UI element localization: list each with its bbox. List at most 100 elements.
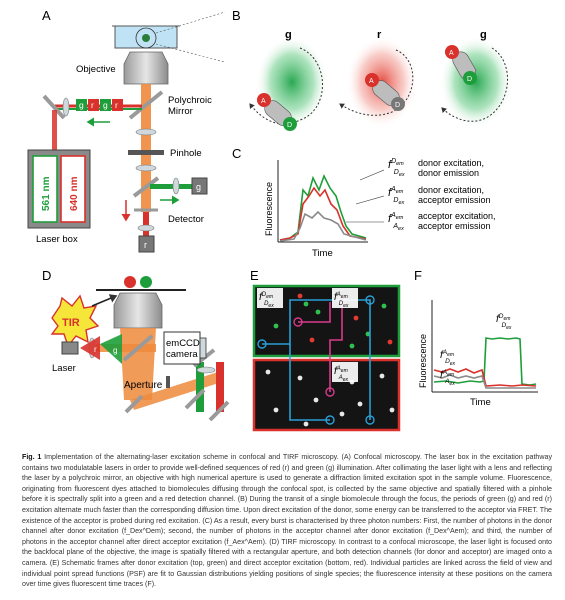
- fluorescent-spot: [387, 339, 393, 345]
- f-ylabel: Fluorescence: [418, 334, 428, 388]
- pulse-r-label: r: [115, 100, 118, 110]
- f-trace-da: [433, 368, 537, 387]
- panel-d-letter: D: [42, 268, 51, 283]
- laser-640-label: 640 nm: [69, 176, 80, 211]
- donor-label: D: [287, 122, 292, 129]
- beam-red-out: [143, 212, 149, 236]
- red-det-lens: [137, 224, 155, 232]
- acceptor-dot-2: [365, 73, 379, 87]
- pulse-g-d-label: g: [113, 346, 117, 355]
- camera-label-2: camera: [166, 349, 198, 360]
- panel-c-letter: C: [232, 146, 241, 161]
- panel-b: B g A D r A D g A D: [232, 8, 512, 131]
- green-det-lens: [172, 177, 180, 195]
- fluorescent-spot: [315, 309, 321, 315]
- polychroic-mirror: [128, 90, 164, 120]
- tir-arrow: [91, 294, 118, 307]
- panel-e-letter: E: [250, 268, 259, 283]
- camera-label-1: emCCD: [166, 338, 200, 349]
- laser-d-label: Laser: [52, 363, 76, 374]
- zoom-circle: [135, 27, 157, 49]
- dichroic-split: [132, 176, 160, 198]
- figure-caption: Fig. 1 Implementation of the alternating…: [22, 452, 552, 590]
- legend-line2: acceptor emission: [418, 195, 491, 205]
- legend-line2: donor emission: [418, 168, 479, 178]
- psf-cyan: [365, 295, 375, 305]
- donor-dot-1: [283, 117, 297, 131]
- red-molecule: [124, 276, 136, 288]
- trace-dd: [279, 173, 367, 241]
- beam-horizontal: [96, 344, 156, 352]
- fluorescent-spot: [313, 397, 319, 403]
- f-trace-dd: [433, 337, 537, 386]
- beam-green-out: [150, 184, 192, 189]
- c-xlabel: Time: [312, 248, 333, 259]
- emccd-camera: [163, 331, 201, 365]
- donor-label: D: [395, 102, 400, 109]
- collimating-lens: [62, 97, 70, 117]
- f-xlabel: Time: [470, 397, 491, 408]
- fluorescent-spot: [303, 301, 309, 307]
- laser-561: [32, 155, 58, 223]
- fold-mirror: [42, 94, 66, 120]
- track-magenta-1: [298, 302, 331, 323]
- fluorescent-spot: [349, 343, 355, 349]
- green-detector: [191, 177, 208, 195]
- acceptor-dot-3: [445, 45, 459, 59]
- objective-label: Objective: [76, 64, 116, 75]
- laser-640: [60, 155, 86, 223]
- fluorescent-spot: [273, 407, 279, 413]
- laser-d: [61, 341, 79, 355]
- fluorescent-spot: [265, 369, 271, 375]
- aperture-slit: [166, 376, 170, 388]
- fluorescent-spot: [379, 373, 385, 379]
- red-detector: [138, 235, 155, 253]
- focus-spot: [142, 34, 150, 42]
- mirror-d-bottom: [124, 394, 144, 414]
- caption-text: Implementation of the alternating-laser …: [22, 453, 552, 589]
- camera-chip: [199, 337, 207, 359]
- frame3-label: g: [480, 29, 487, 41]
- pinhole: [128, 150, 164, 155]
- zoom-line: [155, 43, 226, 63]
- beam-to-box: [52, 110, 57, 150]
- aperture-label: Aperture: [124, 380, 163, 391]
- acceptor-label: A: [449, 50, 454, 57]
- camera-lens: [196, 366, 216, 374]
- tir-label: TIR: [62, 317, 80, 329]
- fluorescent-spot: [357, 401, 363, 407]
- donor-label: D: [467, 76, 472, 83]
- dichroic-d: [122, 334, 154, 362]
- legend-line1: acceptor excitation,: [418, 211, 496, 221]
- c-ylabel: Fluorescence: [264, 182, 274, 236]
- fluorescent-spot: [309, 337, 315, 343]
- acceptor-spots: [265, 369, 395, 427]
- pulse-r-d-label: r: [94, 345, 97, 354]
- panel-f-letter: F: [414, 268, 422, 283]
- mirror-d-2: [208, 400, 230, 422]
- acceptor-label: A: [369, 78, 374, 85]
- detector-label: Detector: [168, 214, 204, 225]
- fluorescent-spot: [389, 407, 395, 413]
- beam-red-d: [216, 362, 224, 412]
- pulse-g-label: g: [103, 100, 108, 110]
- objective-d: [113, 292, 163, 329]
- fluorescent-spot: [303, 421, 309, 427]
- panel-d: D TIR Laser r g Aperture e: [42, 268, 230, 422]
- legend-line1: donor excitation,: [418, 158, 484, 168]
- pulse-box-g1: [76, 99, 87, 111]
- trajectory-3: [441, 47, 508, 122]
- tir-burst: [50, 294, 100, 348]
- pulse-box-r1: [88, 99, 99, 111]
- frame1-label: g: [285, 29, 292, 41]
- track-cyan-2: [289, 344, 330, 421]
- frame2-label: r: [377, 29, 382, 41]
